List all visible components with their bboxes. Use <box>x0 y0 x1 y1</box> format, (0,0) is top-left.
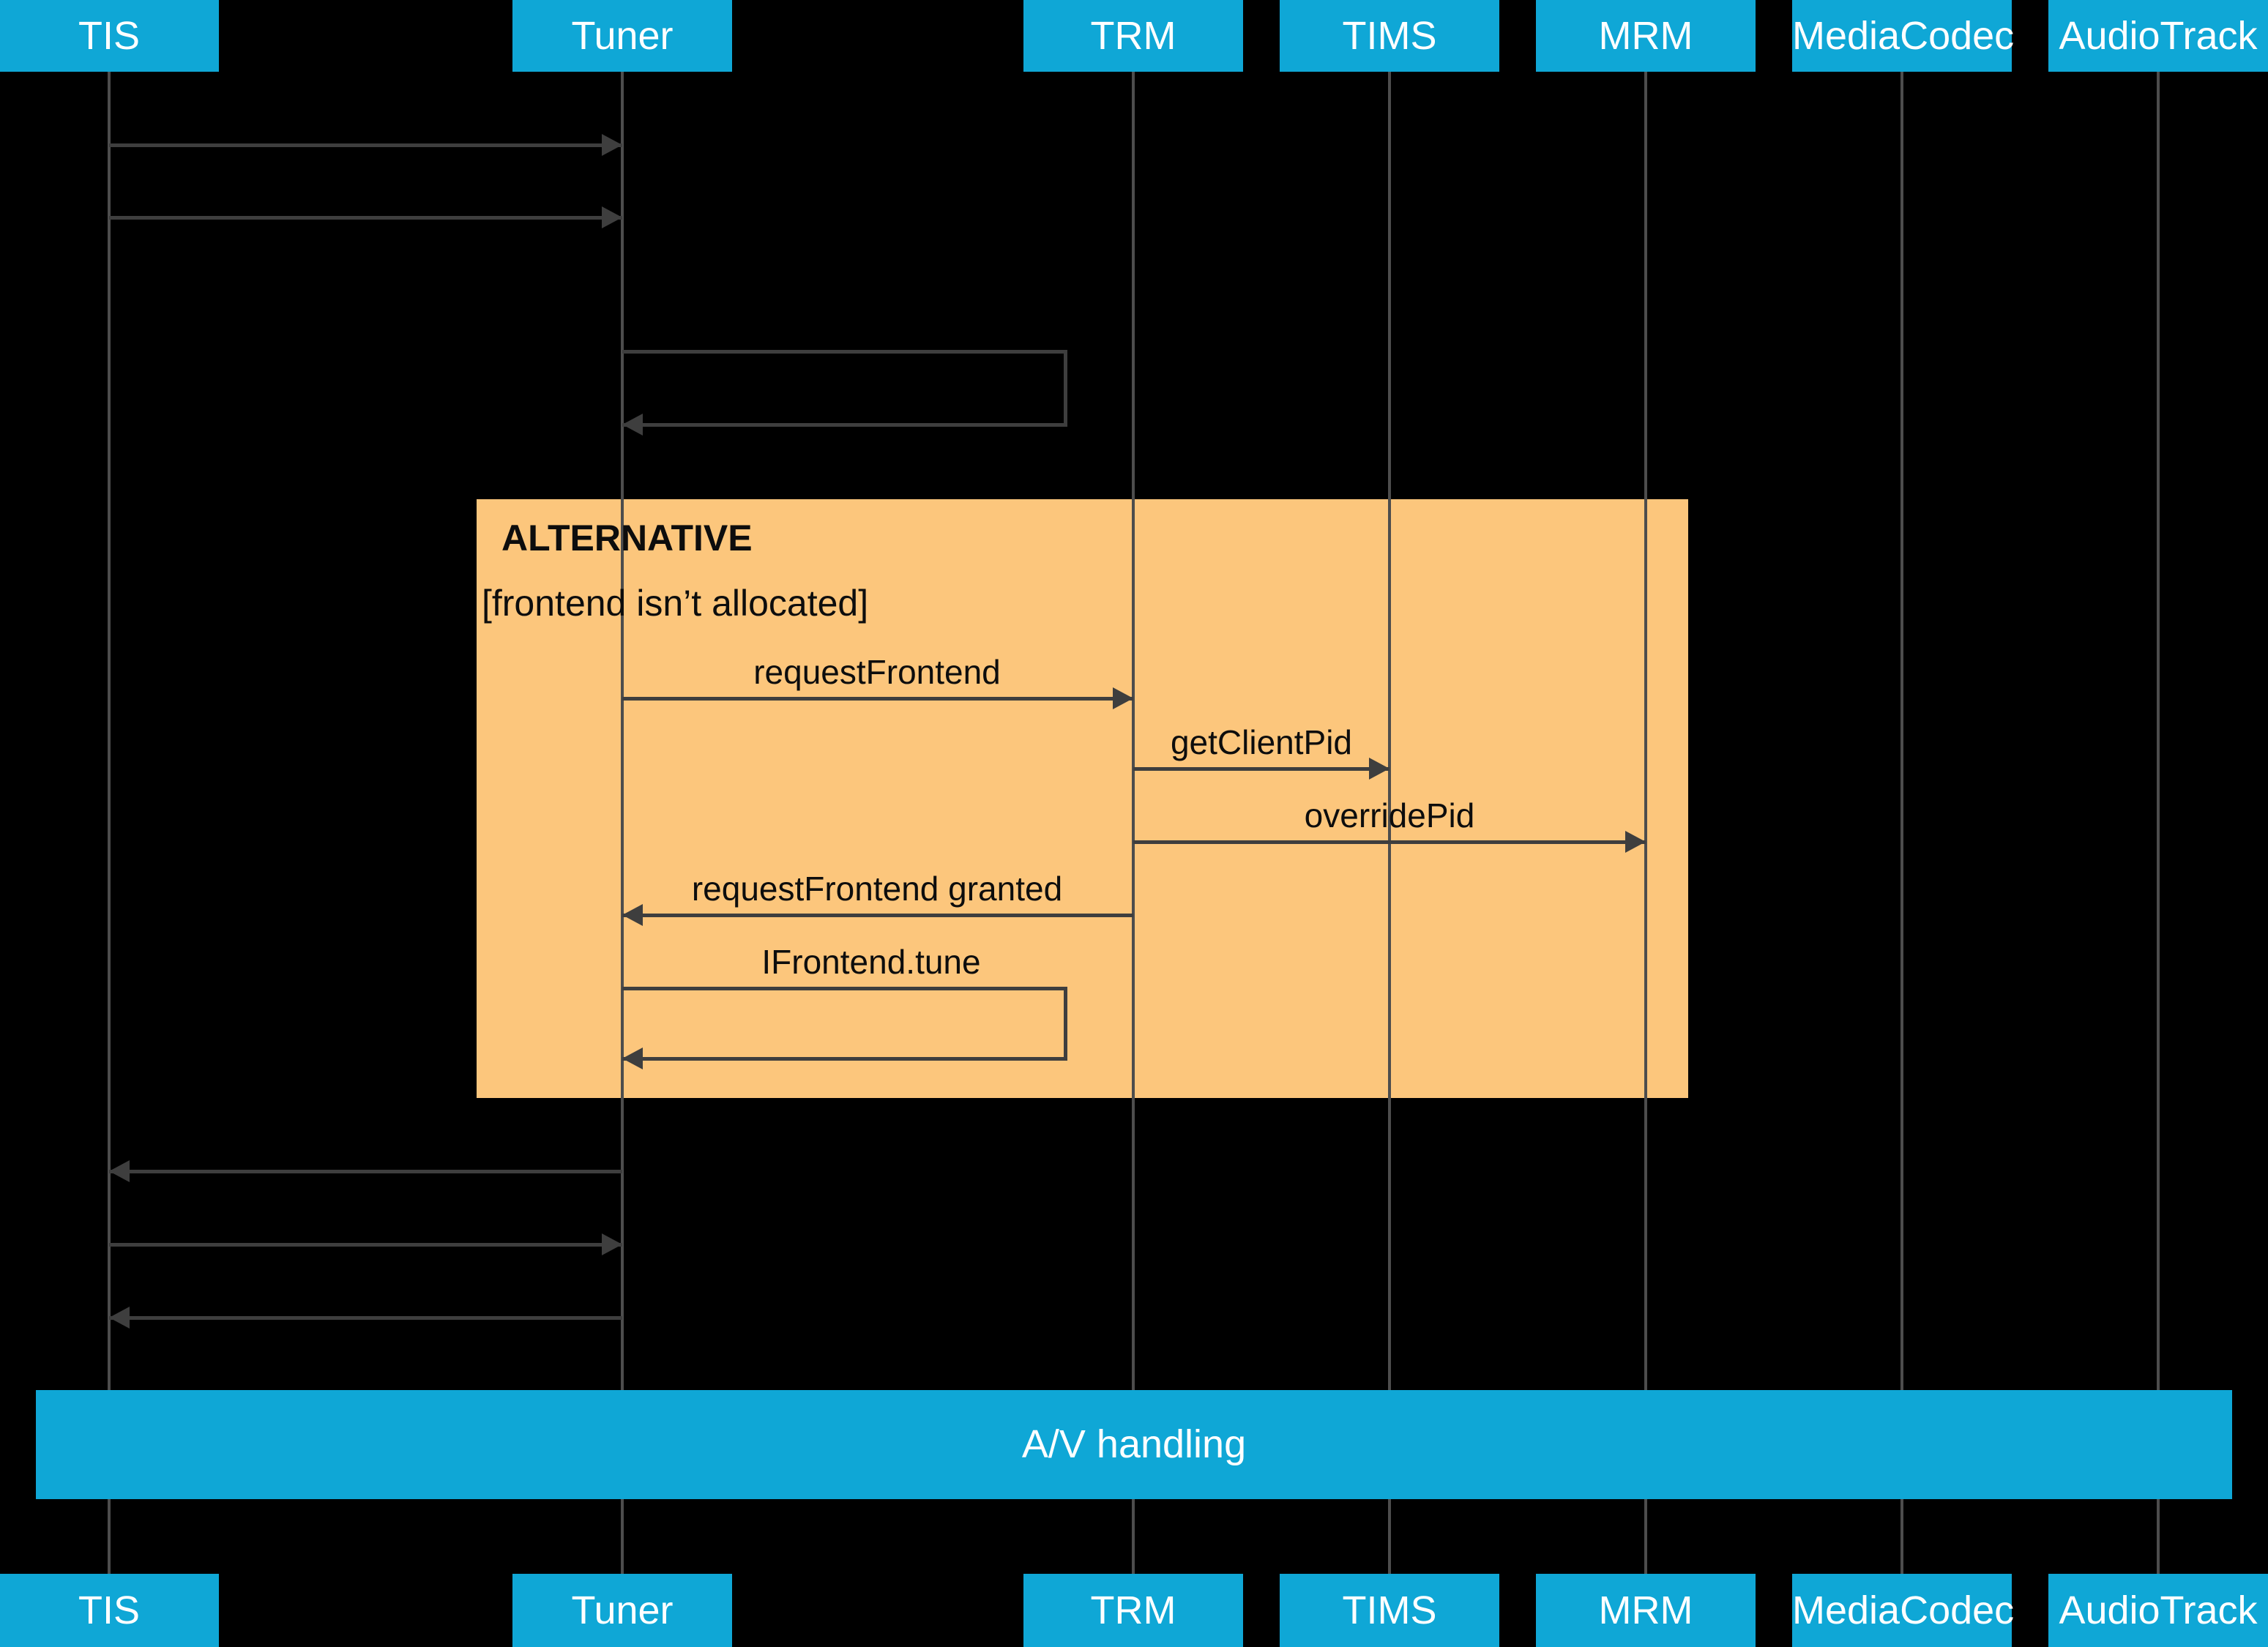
alt-fragment-title: ALTERNATIVE <box>501 518 753 559</box>
arrow-shaft <box>109 1243 622 1247</box>
arrowhead-icon <box>622 1047 643 1069</box>
message-label: IFrontend.tune <box>761 943 981 981</box>
arrowhead-icon <box>602 134 622 156</box>
arrowhead-icon <box>1369 758 1389 780</box>
av-handling-bar: A/V handling <box>36 1390 2232 1499</box>
arrowhead-icon <box>109 1307 130 1329</box>
participant-footer-trm: TRM <box>1023 1574 1243 1647</box>
self-loop-right <box>1064 350 1067 427</box>
self-loop-right <box>1064 987 1067 1061</box>
arrowhead-icon <box>602 206 622 228</box>
arrowhead-icon <box>1113 687 1133 709</box>
participant-footer-tuner: Tuner <box>512 1574 732 1647</box>
arrow-shaft <box>622 914 1133 917</box>
participant-header-mrm: MRM <box>1536 0 1756 72</box>
message-label: requestFrontend <box>753 653 1001 691</box>
message-label: overridePid <box>1304 796 1475 834</box>
alt-fragment-condition: [frontend isn’t allocated] <box>482 583 869 624</box>
participant-header-tuner: Tuner <box>512 0 732 72</box>
arrowhead-icon <box>109 1160 130 1182</box>
self-loop-bottom <box>622 1057 1067 1061</box>
arrowhead-icon <box>602 1233 622 1255</box>
arrow-shaft <box>1133 840 1646 844</box>
arrowhead-icon <box>622 904 643 926</box>
arrow-shaft <box>109 1316 622 1320</box>
participant-header-tims: TIMS <box>1280 0 1499 72</box>
lifeline-trm <box>1132 72 1135 1574</box>
alt-fragment-box <box>477 499 1688 1098</box>
arrow-shaft <box>109 1170 622 1173</box>
lifeline-tims <box>1388 72 1391 1574</box>
participant-footer-tims: TIMS <box>1280 1574 1499 1647</box>
participant-header-trm: TRM <box>1023 0 1243 72</box>
lifeline-mrm <box>1644 72 1647 1574</box>
arrow-shaft <box>109 216 622 220</box>
participant-footer-tis: TIS <box>0 1574 219 1647</box>
arrowhead-icon <box>1625 831 1646 853</box>
self-loop-top <box>622 987 1067 990</box>
participant-footer-mediacodec: MediaCodec <box>1792 1574 2014 1647</box>
message-label: requestFrontend granted <box>691 870 1063 908</box>
lifeline-tis <box>108 72 111 1574</box>
self-loop-bottom <box>622 423 1067 427</box>
participant-header-tis: TIS <box>0 0 219 72</box>
participant-footer-mrm: MRM <box>1536 1574 1756 1647</box>
participant-header-mediacodec: MediaCodec <box>1792 0 2014 72</box>
arrow-shaft <box>109 143 622 147</box>
arrowhead-icon <box>622 414 643 436</box>
participant-header-audiotrack: AudioTrack <box>2048 0 2268 72</box>
arrow-shaft <box>622 697 1133 701</box>
lifeline-audiotrack <box>2157 72 2160 1574</box>
participant-footer-audiotrack: AudioTrack <box>2048 1574 2268 1647</box>
message-label: getClientPid <box>1170 723 1353 761</box>
arrow-shaft <box>1133 767 1389 771</box>
lifeline-tuner <box>621 72 624 1574</box>
self-loop-top <box>622 350 1067 354</box>
lifeline-mediacodec <box>1900 72 1903 1574</box>
